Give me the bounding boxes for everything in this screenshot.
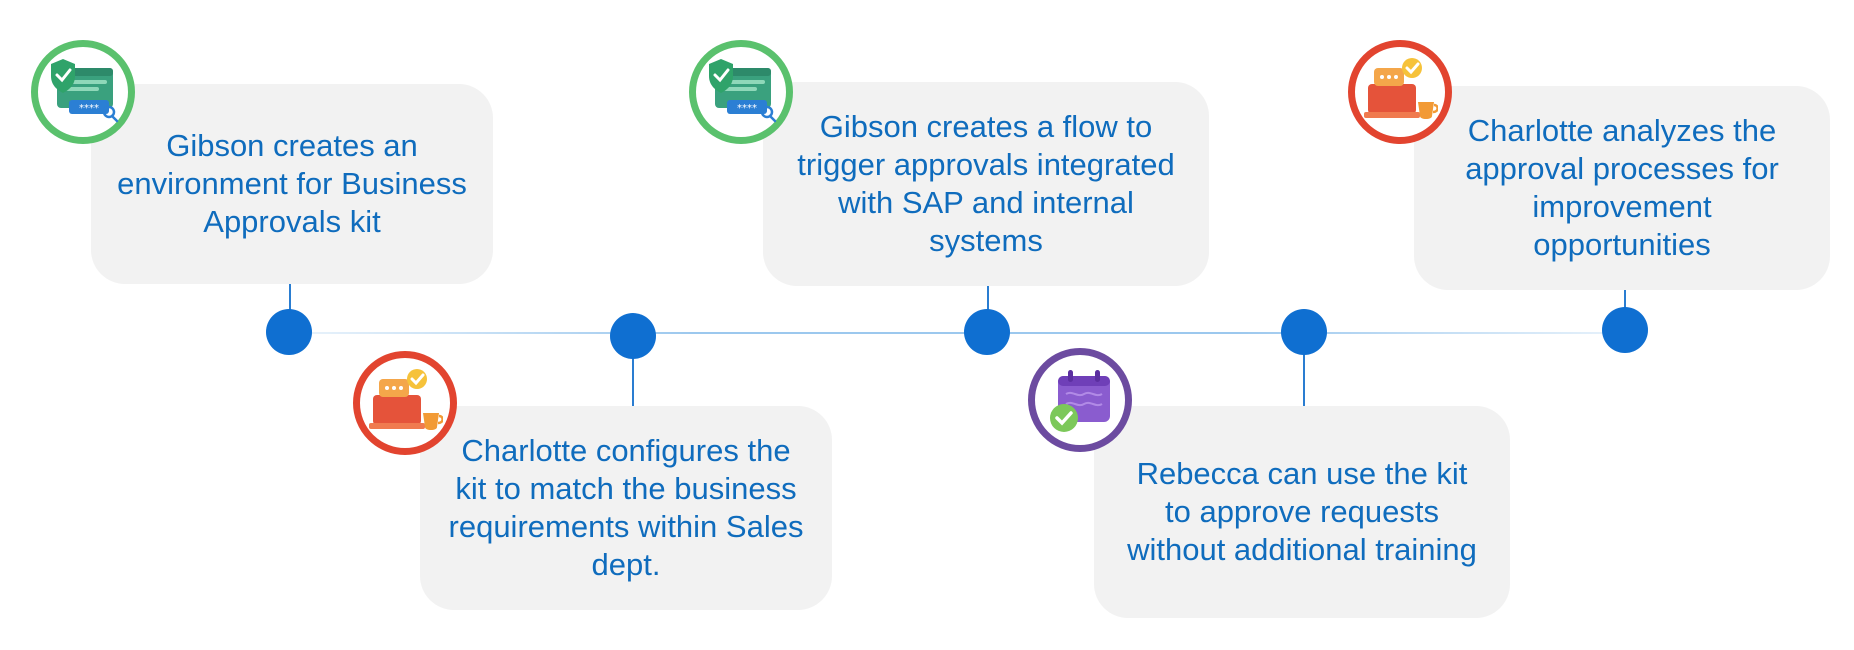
step-text-2: Charlotte configures the kit to match th… <box>448 433 804 582</box>
badge-4 <box>1028 348 1132 452</box>
connector-1 <box>289 282 291 322</box>
badge-5 <box>1348 40 1452 144</box>
badge-3: **** <box>689 40 793 144</box>
step-text-5: Charlotte analyzes the approval processe… <box>1465 113 1779 262</box>
badge-1: **** <box>31 40 135 144</box>
step-card-4: Rebecca can use the kit to approve reque… <box>1094 406 1510 618</box>
step-card-1: Gibson creates an environment for Busine… <box>91 84 493 284</box>
svg-text:****: **** <box>737 103 757 114</box>
step-card-3: Gibson creates a flow to trigger approva… <box>763 82 1209 286</box>
badge-2 <box>353 351 457 455</box>
security-credentials-icon: **** <box>709 59 777 123</box>
security-credentials-icon: **** <box>51 59 119 123</box>
calendar-check-icon <box>1050 370 1110 432</box>
timeline-dot-2 <box>610 313 656 359</box>
step-text-4: Rebecca can use the kit to approve reque… <box>1127 456 1477 567</box>
connector-3 <box>987 284 989 320</box>
connector-5 <box>1624 290 1626 320</box>
chat-laptop-icon <box>1364 58 1438 119</box>
connector-2 <box>632 354 634 406</box>
step-card-2: Charlotte configures the kit to match th… <box>420 406 832 610</box>
timeline-dot-1 <box>266 309 312 355</box>
step-text-1: Gibson creates an environment for Busine… <box>117 128 467 239</box>
connector-4 <box>1303 352 1305 406</box>
timeline-dot-3 <box>964 309 1010 355</box>
chat-laptop-icon <box>369 369 443 430</box>
step-text-3: Gibson creates a flow to trigger approva… <box>797 109 1175 258</box>
step-card-5: Charlotte analyzes the approval processe… <box>1414 86 1830 290</box>
svg-text:****: **** <box>79 103 99 114</box>
timeline-dot-4 <box>1281 309 1327 355</box>
timeline-dot-5 <box>1602 307 1648 353</box>
